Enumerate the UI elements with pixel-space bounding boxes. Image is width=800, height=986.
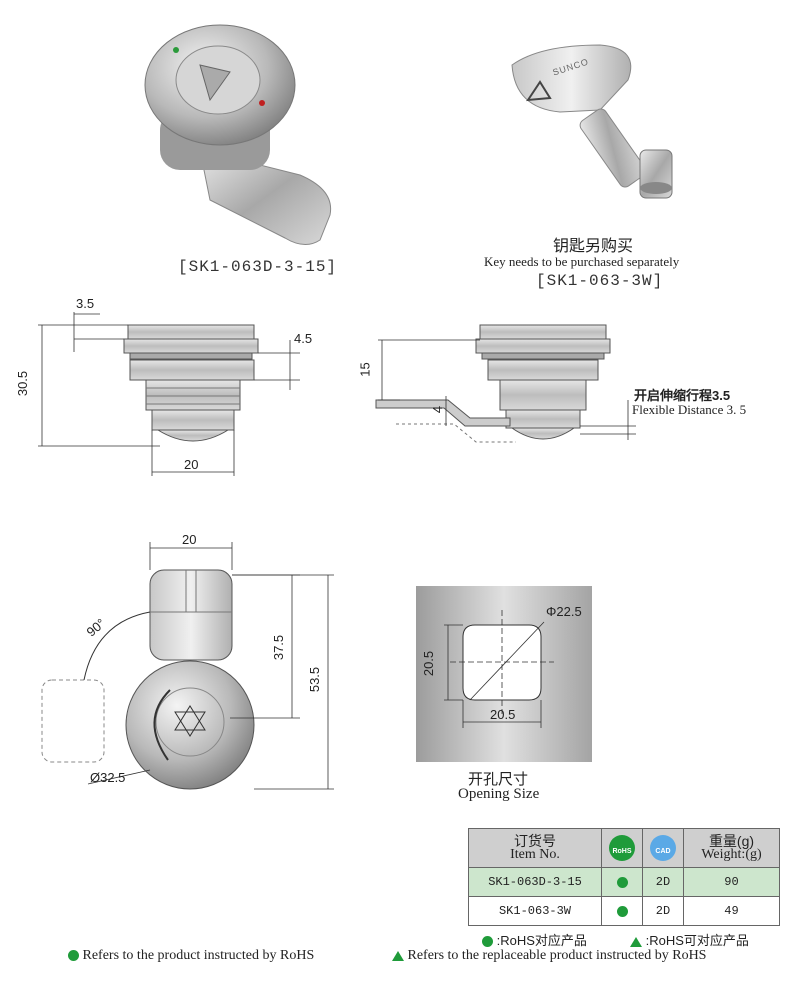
header-item-en: Item No. [510, 847, 560, 862]
key-note-cn: 钥匙另购买 [553, 238, 634, 255]
row-rohs [601, 867, 643, 897]
rohs-triangle-icon [630, 936, 642, 947]
header-weight-en: Weight:(g) [701, 847, 762, 862]
product-label: [SK1-063D-3-15] [178, 258, 338, 276]
table-header-row: 订货号 Item No. RoHS CAD 重量(g) Weight:(g) [468, 828, 780, 868]
rohs-dot-icon [616, 906, 628, 918]
row-rohs [601, 896, 643, 926]
header-item: 订货号 Item No. [468, 828, 602, 868]
legend-dot-cn-text: :RoHS对应产品 [496, 933, 587, 948]
key-note-en: Key needs to be purchased separately [484, 254, 680, 269]
side-dim-top: 3.5 [76, 296, 95, 311]
legend-tri-cn-text: :RoHS可对应产品 [645, 933, 749, 948]
flex-note-en: Flexible Distance 3. 5 [632, 402, 747, 417]
row-item: SK1-063D-3-15 [468, 867, 602, 897]
rohs-badge-icon: RoHS [609, 835, 635, 861]
opening-caption-cn: 开孔尺寸 [468, 771, 529, 788]
row-cad: 2D [642, 896, 684, 926]
row-weight: 90 [683, 867, 780, 897]
header-weight: 重量(g) Weight:(g) [683, 828, 780, 868]
legend-tri-en-text: Refers to the replaceable product instru… [407, 948, 707, 963]
row-item: SK1-063-3W [468, 896, 602, 926]
legend-dot-cn: :RoHS对应产品 [482, 930, 587, 949]
legend-dot-en-text: Refers to the product instructed by RoHS [82, 948, 315, 963]
rohs-dot-icon [616, 877, 628, 889]
header-weight-cn: 重量(g) [708, 833, 755, 849]
cad-badge-icon: CAD [650, 835, 676, 861]
key-label: [SK1-063-3W] [536, 272, 664, 290]
side-dim-ring: 4.5 [294, 331, 313, 346]
opening-caption-en: Opening Size [458, 786, 540, 802]
row-cad: 2D [642, 867, 684, 897]
header-cad: CAD [642, 828, 684, 868]
flex-note-cn: 开启伸缩行程3.5 [634, 388, 731, 403]
front-dim-width: 20 [182, 532, 197, 547]
rohs-triangle-icon [392, 950, 404, 961]
opening-dim-h: 20.5 [421, 650, 437, 677]
table-row: SK1-063D-3-15 2D 90 [468, 867, 780, 897]
opening-dim-w: 20.5 [490, 707, 516, 722]
rohs-dot-icon [68, 950, 79, 962]
opening-dim-diameter: Φ22.5 [546, 604, 582, 619]
table-row: SK1-063-3W 2D 49 [468, 896, 780, 926]
legend-tri-cn: :RoHS可对应产品 [630, 930, 749, 949]
side-dim-width: 20 [184, 457, 199, 472]
rohs-dot-icon [482, 936, 493, 948]
item-table: 订货号 Item No. RoHS CAD 重量(g) Weight:(g) S… [468, 828, 780, 926]
front-dim-diameter: Ø32.5 [90, 770, 126, 785]
header-rohs: RoHS [601, 828, 643, 868]
legend-tri-en: Refers to the replaceable product instru… [392, 948, 706, 964]
header-item-cn: 订货号 [514, 833, 556, 849]
legend-dot-en: Refers to the product instructed by RoHS [68, 948, 314, 964]
row-weight: 49 [683, 896, 780, 926]
